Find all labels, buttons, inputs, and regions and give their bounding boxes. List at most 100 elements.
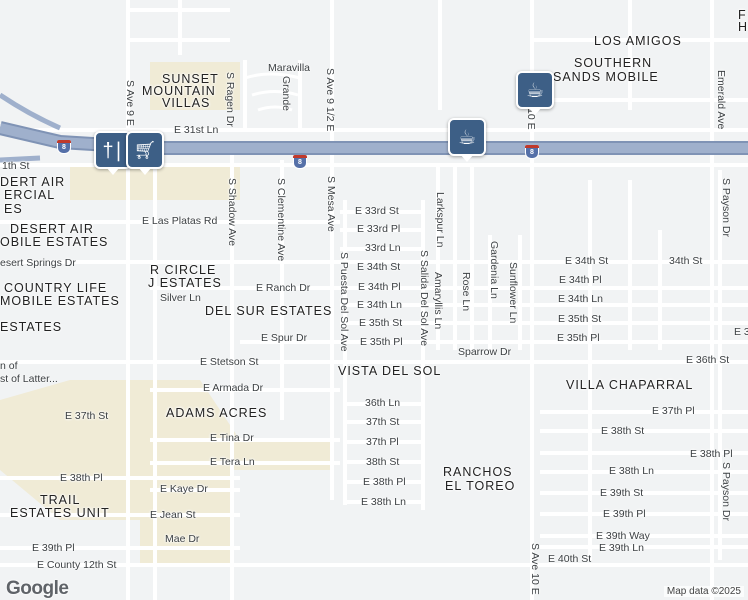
street-label: Emerald Ave [715, 70, 727, 130]
street-label: Larkspur Ln [434, 192, 446, 248]
street-label: Mae Dr [165, 533, 200, 545]
area-label: SUNSET [162, 72, 219, 86]
area-label: H [738, 20, 748, 34]
interstate-shield-icon: 8 [293, 155, 307, 169]
street-label: E 35th Pl [557, 332, 600, 344]
street-label: E 39th Ln [599, 542, 644, 554]
street-label: E Tina Dr [210, 432, 254, 444]
street-label: S Puesta Del Sol Ave [338, 252, 350, 352]
area-label: R CIRCLE [150, 263, 217, 277]
area-label: DEL SUR ESTATES [205, 304, 333, 318]
street-label: 33rd Ln [365, 242, 401, 254]
street-label: E 38th Ln [361, 496, 406, 508]
area-label: MOUNTAIN [142, 84, 216, 98]
area-label: F [738, 8, 747, 22]
area-label: DERT AIR [0, 175, 66, 189]
interstate-ramp-2 [0, 155, 41, 163]
street-label: E Stetson St [200, 356, 259, 368]
street-label: 36th Ln [365, 397, 401, 409]
street-label: Silver Ln [160, 292, 201, 304]
street-label: E 34th Pl [559, 274, 602, 286]
street-label: E 38th Pl [363, 476, 406, 488]
street-label: S Mesa Ave [325, 176, 337, 232]
street-label: E 38th St [601, 425, 645, 437]
area-label: MOBILE ESTATES [0, 294, 120, 308]
street-label: E 39th St [600, 487, 644, 499]
street-label: E 34th Ln [558, 293, 603, 305]
street-label: E 34th Ln [357, 299, 402, 311]
coffee-icon: ☕︎ [526, 79, 544, 102]
street-label: 37th St [366, 416, 400, 428]
street-label: Gardenia Ln [488, 241, 500, 299]
area-label: VILLAS [162, 96, 211, 110]
street-label: Sunflower Ln [507, 262, 519, 324]
street-label: E 35th Pl [360, 336, 403, 348]
street-label: E 34th St [357, 261, 401, 273]
street-label: S Salida Del Sol Ave [418, 250, 430, 347]
street-label: S Payson Dr [720, 178, 732, 237]
street-label: Maravilla [268, 62, 311, 74]
street-label: Amaryllis Ln [432, 272, 444, 330]
restaurant-pin[interactable]: †∣ [94, 131, 132, 175]
street-label: E 39th Pl [32, 542, 75, 554]
street-label: E County 12th St [37, 559, 117, 571]
area-label: ESTATES UNIT [10, 506, 110, 520]
street-label: E 35th St [359, 317, 403, 329]
street-label: E 39th Pl [603, 508, 646, 520]
street-label: 1th St [2, 160, 30, 172]
street-label: E 34th St [565, 255, 609, 267]
area-label: VILLA CHAPARRAL [566, 378, 694, 392]
street-label: E 37th Pl [652, 405, 695, 417]
street-label: E Las Platas Rd [142, 215, 218, 227]
area-label: ADAMS ACRES [166, 406, 268, 420]
street-label: E Ranch Dr [256, 282, 311, 294]
area-label: COUNTRY LIFE [4, 281, 108, 295]
area-label: VISTA DEL SOL [338, 364, 442, 378]
area-label: EL TOREO [445, 479, 516, 493]
street-label: E 33rd St [355, 205, 399, 217]
area-label: J ESTATES [148, 276, 222, 290]
street-label: E 34th Pl [358, 281, 401, 293]
street-label: S Ave 9 1/2 E [324, 68, 336, 132]
street-label: S Clementine Ave [275, 178, 287, 262]
street-label: E 38th Pl [60, 472, 103, 484]
map-attribution[interactable]: Map data ©2025 [663, 586, 744, 597]
area-label: RANCHOS [443, 465, 513, 479]
google-logo[interactable]: Google [6, 578, 69, 599]
cafe-pin[interactable]: ☕︎ [516, 71, 554, 115]
street-label: Sparrow Dr [458, 346, 512, 358]
street-label: E 35th St [558, 313, 602, 325]
street-label: S Shadow Ave [226, 178, 238, 247]
coffee-icon: ☕︎ [458, 126, 476, 149]
street-label: E 36th St [686, 354, 730, 366]
area-label: OBILE ESTATES [0, 235, 109, 249]
street-label: E Kaye Dr [160, 483, 208, 495]
street-label: E 38th Ln [609, 465, 654, 477]
interstate-shield-icon: 8 [525, 145, 539, 159]
street-label: S Ave 9 E [124, 80, 136, 126]
street-label: S Ragen Dr [224, 72, 236, 127]
shopping-pin[interactable]: 🛒︎ [126, 131, 164, 175]
street-label: 37th Pl [366, 436, 399, 448]
street-label: E Armada Dr [203, 382, 264, 394]
street-label: 38th St [366, 456, 400, 468]
area-label: ERCIAL [4, 188, 56, 202]
street-label: 34th St [669, 255, 703, 267]
street-label: S Payson Dr [720, 462, 732, 521]
street-label: E Tera Ln [210, 456, 255, 468]
interstate-shield-icon: 8 [57, 140, 71, 154]
street-label: E 3 [734, 326, 748, 338]
area-label: ESTATES [0, 320, 63, 334]
area-label: TRAIL [40, 493, 81, 507]
street-label: Rose Ln [460, 272, 472, 312]
street-label: E 38th Pl [690, 448, 733, 460]
street-label: esert Springs Dr [0, 257, 76, 269]
street-label: E 40th St [548, 553, 592, 565]
street-label: Grande [280, 76, 292, 112]
street-label: E 33rd Pl [357, 223, 401, 235]
cafe-pin[interactable]: ☕︎ [448, 118, 486, 162]
interstate-ramp [0, 92, 61, 131]
curved-roads [244, 72, 301, 112]
